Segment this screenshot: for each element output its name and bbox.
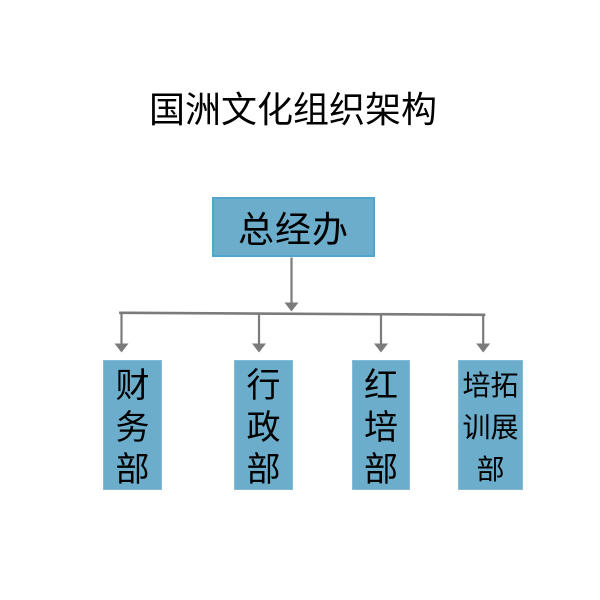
node-line: 培拓 [462, 370, 519, 401]
connector-horizontal [119, 311, 486, 317]
arrowhead-2 [252, 343, 266, 353]
org-node-training-expansion-dept: 培拓 训展 部 [458, 360, 523, 490]
node-line: 政 [246, 409, 281, 447]
node-line: 行 [246, 367, 281, 405]
org-node-finance-dept: 财 务 部 [103, 360, 162, 490]
arrowhead-3 [374, 343, 388, 353]
org-node-general-manager-office: 总经办 [212, 197, 375, 257]
node-line: 培 [364, 409, 398, 447]
node-line: 务 [115, 409, 150, 447]
org-node-admin-dept: 行 政 部 [234, 360, 293, 490]
node-line: 训展 [462, 412, 519, 443]
arrowhead-1 [114, 343, 129, 353]
arrowhead-4 [476, 343, 491, 353]
node-line: 财 [115, 367, 150, 405]
node-line: 部 [364, 451, 398, 489]
node-line: 红 [364, 367, 398, 405]
org-node-label: 总经办 [237, 209, 349, 250]
org-node-red-training-dept: 红 培 部 [352, 360, 410, 490]
node-line: 部 [476, 454, 505, 485]
chart-title: 国洲文化组织架构 [148, 89, 437, 130]
arrowhead-root [284, 302, 299, 312]
node-line: 部 [246, 451, 281, 489]
node-line: 部 [115, 451, 150, 489]
